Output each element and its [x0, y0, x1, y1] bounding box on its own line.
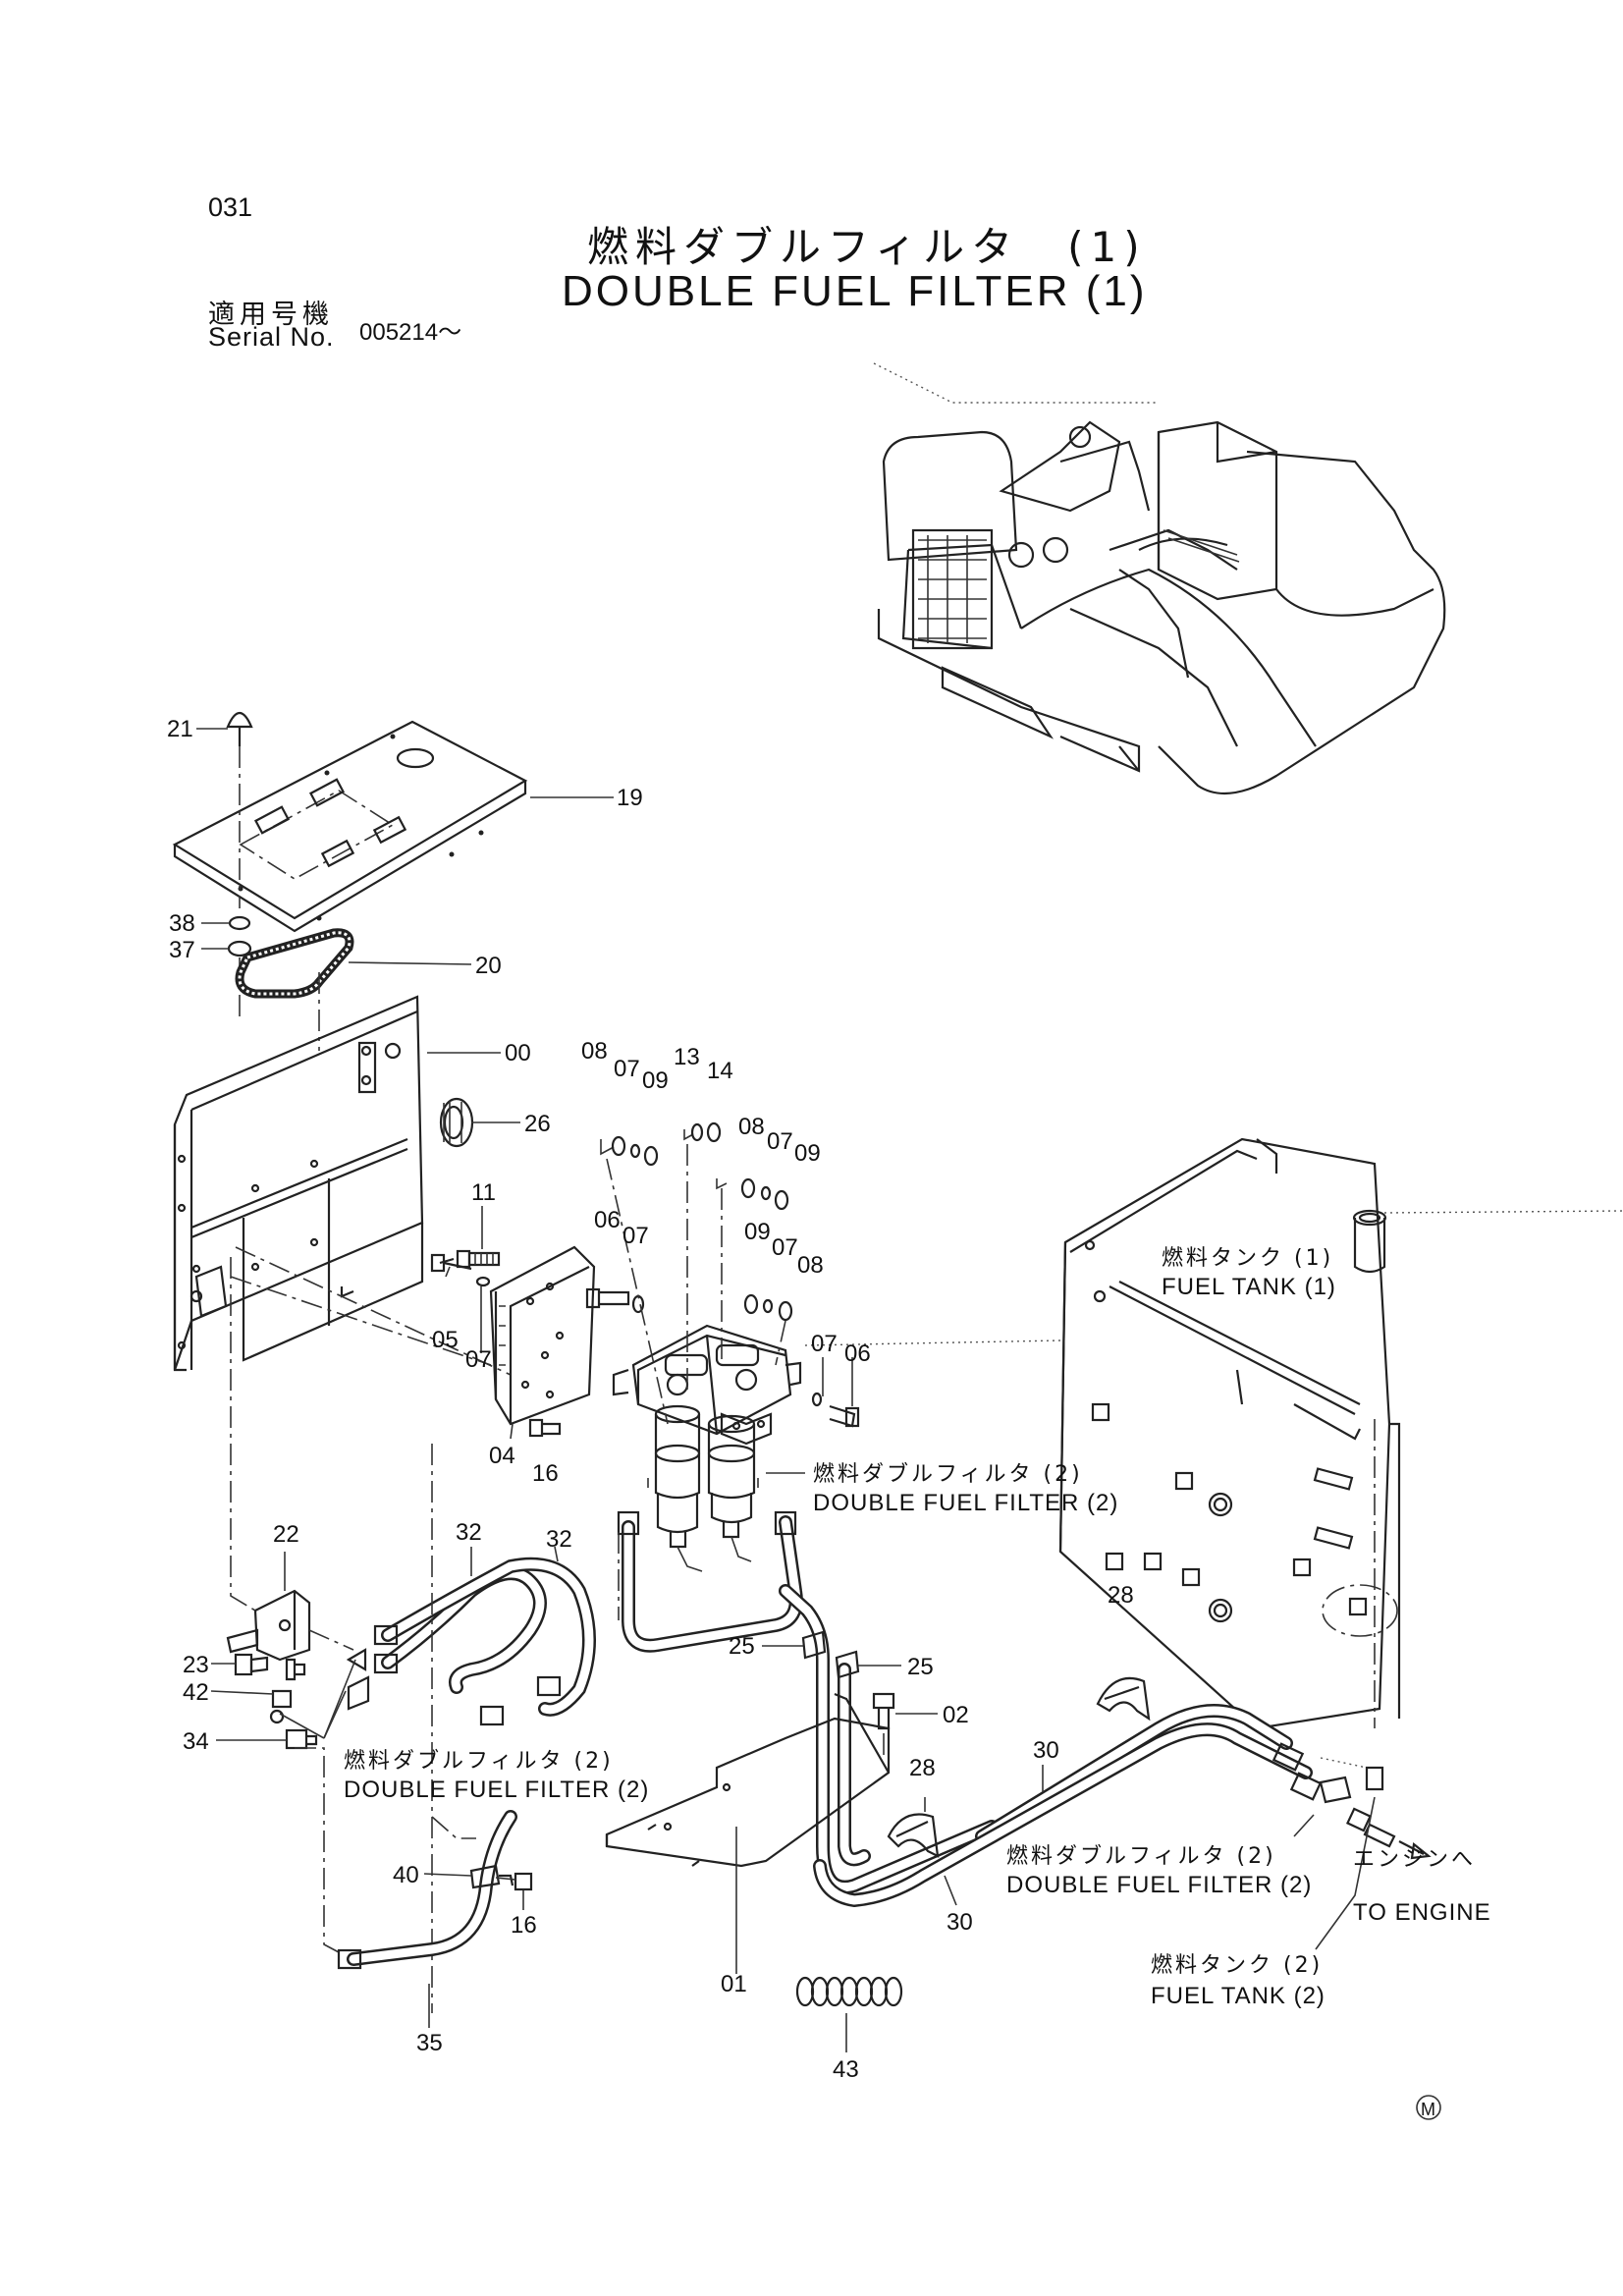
filter-bracket-plate-04	[489, 1245, 596, 1426]
callout-19: 19	[617, 785, 643, 811]
note-dff2-left-jp: 燃料ダブルフィルタ (2)	[344, 1749, 614, 1774]
callout-34: 34	[183, 1728, 209, 1755]
spring-part-43	[795, 1976, 903, 2007]
callout-07-b: 07	[767, 1128, 793, 1155]
note-dff2-left-en: DOUBLE FUEL FILTER (2)	[344, 1777, 649, 1803]
callout-07-a: 07	[614, 1056, 640, 1082]
cushion-part-28-upper	[1096, 1676, 1151, 1722]
filter-canisters	[647, 1404, 759, 1549]
annotation-notes: 燃料タンク (1) FUEL TANK (1) 燃料ダブルフィルタ (2) DO…	[344, 1246, 1491, 2009]
hoses-part-32	[373, 1557, 596, 1726]
callout-30-a: 30	[1033, 1737, 1059, 1764]
callout-42: 42	[183, 1679, 209, 1706]
callout-28-a: 28	[1108, 1582, 1134, 1609]
callout-32-b: 32	[546, 1526, 572, 1553]
callout-05: 05	[432, 1327, 459, 1353]
machine-overview-illustration	[873, 362, 1446, 795]
callout-08-c: 08	[797, 1252, 824, 1279]
callout-43: 43	[833, 2056, 859, 2083]
callout-08-a: 08	[581, 1038, 608, 1065]
callout-35: 35	[416, 2030, 443, 2056]
mark-letter: M	[1421, 2100, 1435, 2119]
note-to-engine-jp: エンジンへ	[1353, 1847, 1476, 1872]
callout-16-b: 16	[511, 1912, 537, 1939]
callout-07-d: 07	[772, 1234, 798, 1261]
callout-40: 40	[393, 1862, 419, 1888]
bolt-part-02	[872, 1692, 895, 1758]
callout-20: 20	[475, 953, 502, 979]
callout-02: 02	[943, 1702, 969, 1728]
bracket-part-00	[173, 995, 512, 1376]
manufacturer-mark: M	[1416, 2095, 1441, 2120]
cover-plate-assembly	[172, 720, 528, 933]
note-fuel-tank-2-jp: 燃料タンク (2)	[1151, 1953, 1323, 1978]
clamps-part-25	[801, 1630, 860, 1679]
hose-part-35	[337, 1810, 533, 1970]
callout-25-a: 25	[729, 1633, 755, 1660]
note-fuel-tank-2-en: FUEL TANK (2)	[1151, 1983, 1325, 2009]
grommet-part-26	[439, 1097, 474, 1148]
callout-38: 38	[169, 910, 195, 937]
callout-11: 11	[471, 1179, 496, 1206]
fuel-lines-from-filter	[431, 1444, 999, 2013]
callout-07-e: 07	[465, 1346, 492, 1373]
note-dff2-right-jp: 燃料ダブルフィルタ (2)	[1006, 1844, 1276, 1869]
callout-08-b: 08	[738, 1114, 765, 1140]
note-fuel-tank-1-en: FUEL TANK (1)	[1162, 1274, 1336, 1300]
callout-22: 22	[273, 1521, 299, 1548]
callout-09-c: 09	[744, 1219, 771, 1245]
callout-30-b: 30	[947, 1909, 973, 1936]
callout-25-b: 25	[907, 1654, 934, 1680]
callout-00: 00	[505, 1040, 531, 1066]
serial-number-value: 005214～	[359, 319, 462, 346]
small-fittings-left	[234, 1648, 370, 1953]
callout-16-a: 16	[532, 1460, 559, 1487]
cushion-part-28-lower	[887, 1813, 940, 1858]
callout-09-b: 09	[794, 1140, 821, 1167]
serial-label-japanese: 適用号機	[208, 300, 334, 330]
leader-lines	[196, 728, 1376, 2052]
page-title-japanese: 燃料ダブルフィルタ (1)	[587, 223, 1147, 271]
callout-23: 23	[183, 1652, 209, 1678]
callout-14: 14	[707, 1058, 733, 1084]
callout-06-a: 06	[594, 1207, 621, 1233]
small-hardware-stacks	[585, 1121, 860, 1428]
callout-32-a: 32	[456, 1519, 482, 1546]
filter-head-assembly	[612, 1324, 802, 1446]
callout-04: 04	[489, 1443, 515, 1469]
callout-09-a: 09	[642, 1067, 669, 1094]
page-number: 031	[208, 192, 253, 222]
note-fuel-tank-1-jp: 燃料タンク (1)	[1162, 1246, 1333, 1271]
knob-part-21	[226, 711, 253, 908]
fuel-tank-illustration	[804, 1137, 1623, 1730]
callout-37: 37	[169, 937, 195, 963]
callout-07-c: 07	[622, 1223, 649, 1249]
fuel-line-part-30	[813, 1704, 1323, 1908]
connector-part-22	[226, 1257, 354, 1662]
note-dff2-center-en: DOUBLE FUEL FILTER (2)	[813, 1490, 1118, 1516]
bolts-group-left	[430, 1249, 562, 1438]
note-dff2-right-en: DOUBLE FUEL FILTER (2)	[1006, 1872, 1312, 1898]
callout-26: 26	[524, 1111, 551, 1137]
note-dff2-center-jp: 燃料ダブルフィルタ (2)	[813, 1462, 1083, 1487]
callout-01: 01	[721, 1971, 747, 1997]
callout-13: 13	[674, 1044, 700, 1070]
callout-28-b: 28	[909, 1755, 936, 1781]
page-title-english: DOUBLE FUEL FILTER (1)	[562, 267, 1148, 315]
serial-label-english: Serial No.	[208, 322, 335, 352]
callout-06-b: 06	[844, 1340, 871, 1367]
callout-labels: 21 19 38 37 20 00 26 08 07 09 13 14 08 0…	[167, 716, 1134, 2083]
callout-07-f: 07	[811, 1331, 838, 1357]
note-to-engine-en: TO ENGINE	[1353, 1899, 1491, 1926]
engine-side-fittings	[1319, 1757, 1432, 1860]
callout-21: 21	[167, 716, 193, 742]
